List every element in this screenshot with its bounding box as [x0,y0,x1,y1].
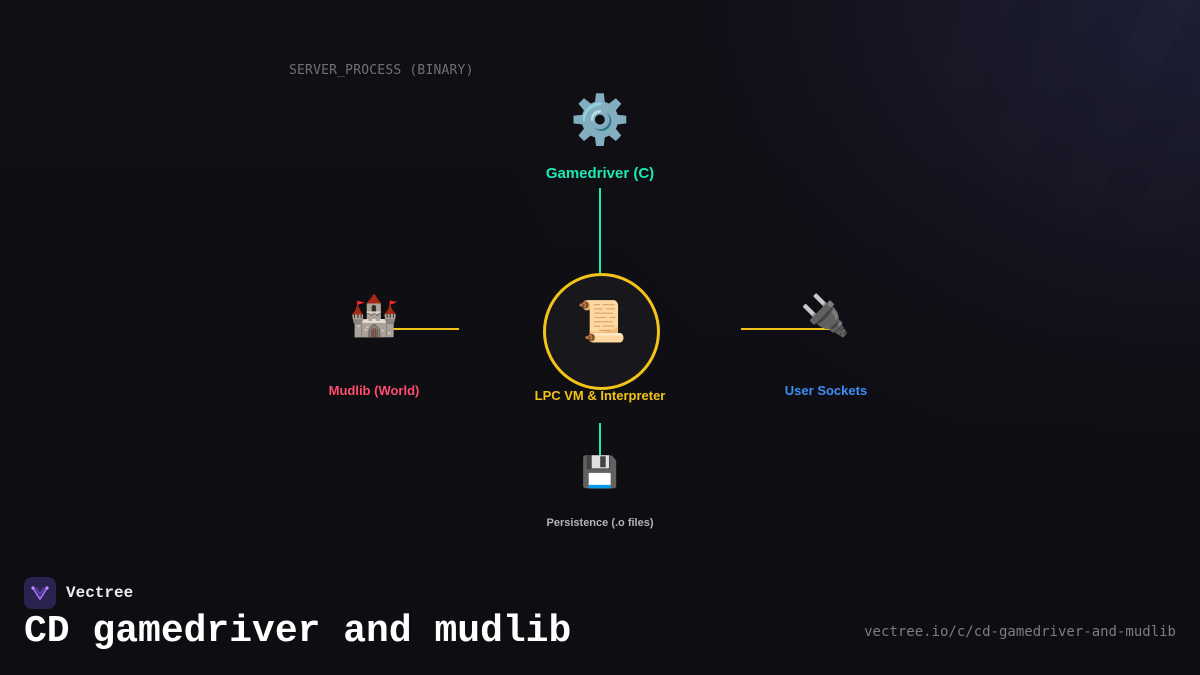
castle-icon: 🏰 [349,294,399,338]
vectree-logo-icon [24,577,56,609]
lpc-vm-label: LPC VM & Interpreter [534,388,666,403]
mudlib-label: Mudlib (World) [328,383,420,398]
page-title: CD gamedriver and mudlib [24,610,572,653]
page-url: vectree.io/c/cd-gamedriver-and-mudlib [864,624,1176,640]
gamedriver-label: Gamedriver (C) [545,165,655,182]
scroll-icon: 📜 [576,300,627,344]
floppy-disk-icon: 💾 [581,456,619,489]
region-label: SERVER_PROCESS (BINARY) [289,63,474,78]
lpc-vm-hub: 📜 [543,273,660,390]
brand-name: Vectree [66,584,134,602]
persistence-label: Persistence (.o files) [546,517,654,529]
user-sockets-label: User Sockets [784,383,868,398]
plug-icon: 🔌 [800,294,850,338]
gear-icon: ⚙️ [570,94,630,147]
brand: Vectree [24,577,133,609]
